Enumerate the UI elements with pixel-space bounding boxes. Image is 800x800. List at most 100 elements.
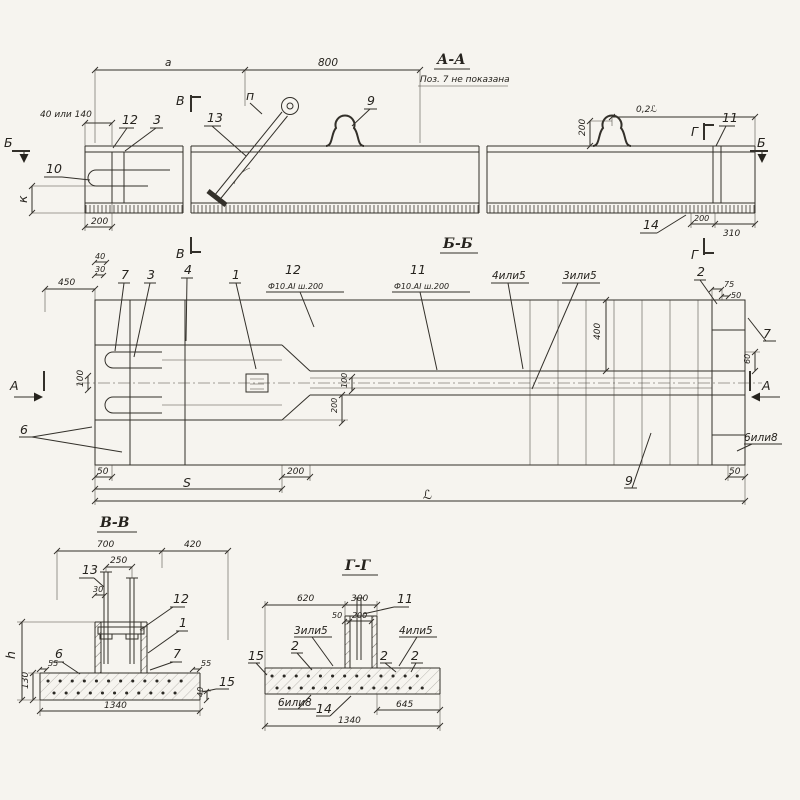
callout-4-or-5: 4или5 bbox=[399, 625, 433, 637]
anchor-eye-inner bbox=[286, 102, 294, 110]
slab-and-rib-outline bbox=[39, 621, 201, 701]
dim-420-label: 420 bbox=[184, 540, 201, 550]
callout-15: 15 bbox=[219, 674, 235, 689]
bolt-nut-left bbox=[99, 633, 113, 640]
callout-2: 2 bbox=[697, 264, 705, 279]
rib-wall-hatch-left bbox=[345, 616, 350, 668]
anchor-rod bbox=[213, 111, 288, 201]
callout-1: 1 bbox=[179, 615, 187, 630]
dimension-ticks bbox=[261, 601, 444, 730]
anchor-plate bbox=[97, 626, 145, 635]
dim-700-label: 700 bbox=[97, 540, 114, 550]
plan-outline bbox=[94, 299, 746, 466]
bar-11 bbox=[355, 597, 363, 660]
extension-lines bbox=[32, 70, 756, 231]
callout-15: 15 bbox=[248, 648, 264, 663]
callout-6-or-8: 6или8 bbox=[278, 697, 312, 709]
lifting-loops-9 bbox=[325, 114, 632, 147]
section-vv-view: В-В 700 420 250 30 13 12 1 6 7 55 55 15 … bbox=[3, 515, 235, 716]
hatch-corner-tl bbox=[94, 299, 131, 346]
slab-hatch bbox=[265, 668, 440, 694]
callout-14: 14 bbox=[643, 217, 659, 232]
dim-1340-label: 1340 bbox=[104, 701, 127, 711]
mark-b-right: Б bbox=[757, 135, 766, 150]
callout-6: 6 bbox=[20, 422, 28, 437]
extension-lines bbox=[44, 289, 760, 505]
plan-rebar-lines bbox=[162, 359, 712, 406]
dim-S-label: S bbox=[183, 475, 191, 490]
callout-7-left: 7 bbox=[121, 267, 129, 282]
section-vv-title: В-В bbox=[99, 515, 130, 531]
rib-wall-hatch-left bbox=[95, 622, 101, 673]
dim-40-label: 40 bbox=[196, 687, 205, 697]
dim-200-bottom-label: 200 bbox=[694, 214, 709, 223]
callout-4-or-5: 4или5 bbox=[492, 270, 526, 282]
dim-55-right-label: 55 bbox=[201, 659, 211, 668]
dim-400-label: 400 bbox=[593, 323, 603, 340]
bolt-nut-right bbox=[125, 633, 139, 640]
dim-30-label: 30 bbox=[93, 585, 103, 594]
section-bb-title: Б-Б bbox=[442, 236, 473, 252]
dim-300-label: 300 bbox=[351, 594, 368, 604]
dim-k-label: к bbox=[15, 195, 30, 203]
callout-2-right: 2 bbox=[411, 648, 419, 663]
dim-55-left-label: 55 bbox=[48, 659, 58, 668]
callout-4: 4 bbox=[184, 262, 192, 277]
dim-50-br-label: 50 bbox=[729, 467, 741, 477]
slab-hatch bbox=[40, 673, 200, 700]
dim-h-label: h bbox=[3, 651, 18, 659]
callout-6: 6 bbox=[55, 646, 63, 661]
callout-12: 12 bbox=[122, 112, 138, 127]
callout-1: 1 bbox=[232, 267, 240, 282]
callout-2-left: 2 bbox=[291, 638, 299, 653]
dimension-ticks bbox=[28, 66, 759, 231]
dim-200-label: 200 bbox=[352, 611, 367, 620]
hatch-corner-bl bbox=[94, 419, 131, 466]
dim-450-label: 450 bbox=[58, 278, 75, 288]
section-gg-title: Г-Г bbox=[344, 558, 371, 574]
callout-12: 12 bbox=[173, 591, 189, 606]
dim-60-label: 60 bbox=[743, 354, 752, 364]
dim-645-label: 645 bbox=[396, 700, 413, 710]
callout-7-right: 7 bbox=[763, 326, 771, 341]
mark-g-bottom: Г bbox=[691, 247, 699, 262]
callout-7: 7 bbox=[173, 646, 181, 661]
callout-13: 13 bbox=[82, 562, 98, 577]
callout-12: 12 bbox=[285, 262, 301, 277]
dimension-ticks bbox=[18, 547, 232, 715]
dim-a-label: а bbox=[165, 57, 171, 69]
spec-mesh-12: Ф10.АI ш.200 bbox=[268, 282, 323, 291]
mark-v-top: В bbox=[176, 93, 185, 108]
dim-40-label: 40 bbox=[95, 252, 105, 261]
callout-10: 10 bbox=[46, 161, 62, 176]
callout-leaders bbox=[52, 577, 229, 693]
beam-bottom-band bbox=[487, 205, 755, 213]
spec-mesh-11: Ф10.АI ш.200 bbox=[394, 282, 449, 291]
callout-3-or-5: 3или5 bbox=[294, 625, 328, 637]
section-aa-note: Поз. 7 не показана bbox=[420, 75, 510, 85]
extension-lines bbox=[264, 601, 441, 731]
dim-800-label: 800 bbox=[318, 57, 338, 69]
transverse-bars bbox=[529, 300, 699, 465]
dimension-lines bbox=[31, 69, 755, 228]
dim-200-loop-label: 200 bbox=[578, 119, 588, 136]
section-bb-view: Б-Б 450 40 30 7 3 4 1 12 Ф10.АI ш.200 11… bbox=[9, 236, 782, 505]
dim-200-mid-label: 200 bbox=[330, 398, 339, 413]
dim-50-bl-label: 50 bbox=[97, 467, 109, 477]
mark-v-bottom: В bbox=[176, 246, 185, 261]
anchor-plate-plan bbox=[245, 373, 269, 393]
hairpin-bars bbox=[104, 351, 162, 414]
dim-40-or-140-label: 40 или 140 bbox=[40, 110, 92, 120]
callout-leaders bbox=[44, 102, 735, 234]
dim-250-label: 250 bbox=[110, 556, 127, 566]
dim-200-left-label: 200 bbox=[91, 217, 108, 227]
callout-p: п bbox=[246, 88, 254, 103]
callout-3: 3 bbox=[153, 112, 161, 127]
callout-leaders bbox=[19, 277, 782, 489]
dim-1340-label: 1340 bbox=[338, 716, 361, 726]
anchor-plate bbox=[206, 189, 228, 207]
mark-b-left: Б bbox=[4, 135, 13, 150]
callout-11: 11 bbox=[722, 110, 738, 125]
